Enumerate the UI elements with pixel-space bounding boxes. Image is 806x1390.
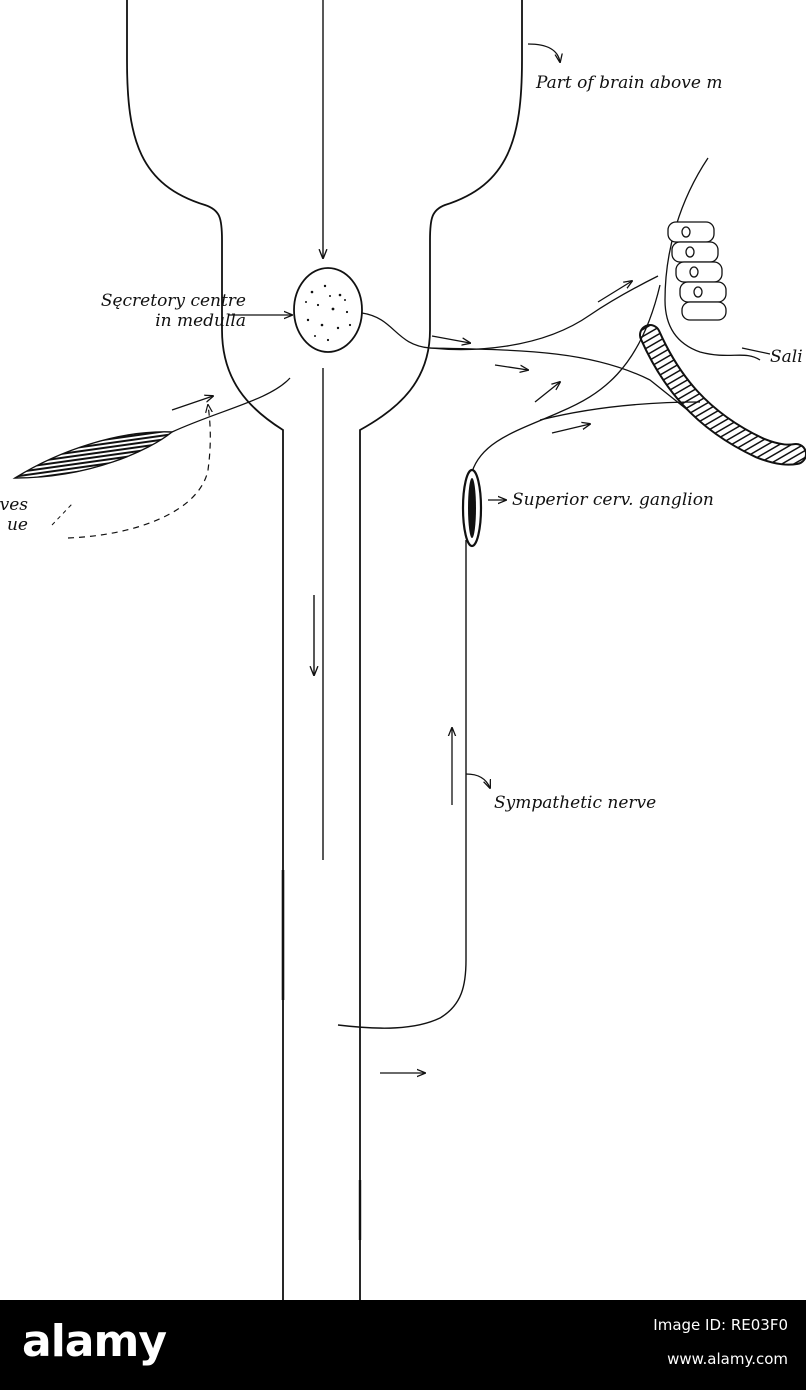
sympathetic-label-hook bbox=[465, 773, 490, 788]
brain-outline bbox=[126, 0, 284, 1300]
tongue-shape bbox=[12, 431, 174, 479]
brand-logo: alamy bbox=[22, 1316, 167, 1367]
nerve-diagram: Part of brain above m Sęcretory centre i… bbox=[0, 0, 806, 1300]
image-id-text: Image ID: RE03F0 bbox=[653, 1316, 788, 1334]
gland-cells bbox=[667, 221, 727, 321]
label-salivary: Sali bbox=[770, 347, 803, 367]
label-nerves-line1: rves bbox=[0, 495, 28, 515]
label-nerves-line2: ue bbox=[7, 515, 28, 535]
label-secretory-line1: Sęcretory centre bbox=[101, 291, 246, 311]
label-sympathetic: Sympathetic nerve bbox=[494, 793, 656, 813]
ganglion-core bbox=[468, 478, 476, 538]
efferent-branch bbox=[429, 347, 701, 421]
label-ganglion: Superior cerv. ganglion bbox=[512, 490, 714, 510]
dashed-nerve-tick bbox=[51, 503, 73, 526]
efferent-arrow-1 bbox=[431, 335, 470, 343]
postganglionic-arrow-1 bbox=[534, 382, 560, 403]
postganglionic-nerve bbox=[471, 284, 661, 473]
efferent-arrow-2 bbox=[597, 281, 632, 303]
salivary-pointer bbox=[741, 347, 771, 355]
postganglionic-arrow-2 bbox=[551, 424, 590, 434]
sympathetic-nerve bbox=[337, 540, 467, 1029]
afferent-arrow bbox=[171, 396, 213, 411]
brain-label-hook bbox=[527, 43, 560, 62]
secretory-centre bbox=[293, 267, 363, 353]
website-text: www.alamy.com bbox=[667, 1350, 788, 1368]
postganglionic-branch bbox=[539, 401, 701, 421]
brain-outline-right bbox=[359, 0, 523, 1300]
gland-outline bbox=[664, 157, 761, 361]
dashed-nerve bbox=[67, 405, 210, 539]
blood-vessel-inner bbox=[641, 326, 805, 464]
secretory-centre-stipple bbox=[305, 284, 352, 342]
afferent-nerve bbox=[171, 377, 291, 433]
label-secretory-line2: in medulla bbox=[155, 311, 246, 331]
stock-watermark-banner: alamy Image ID: RE03F0 www.alamy.com bbox=[0, 1300, 806, 1390]
efferent-arrow-3 bbox=[494, 364, 528, 370]
label-brain-above: Part of brain above m bbox=[535, 73, 722, 93]
efferent-nerve bbox=[361, 275, 659, 351]
